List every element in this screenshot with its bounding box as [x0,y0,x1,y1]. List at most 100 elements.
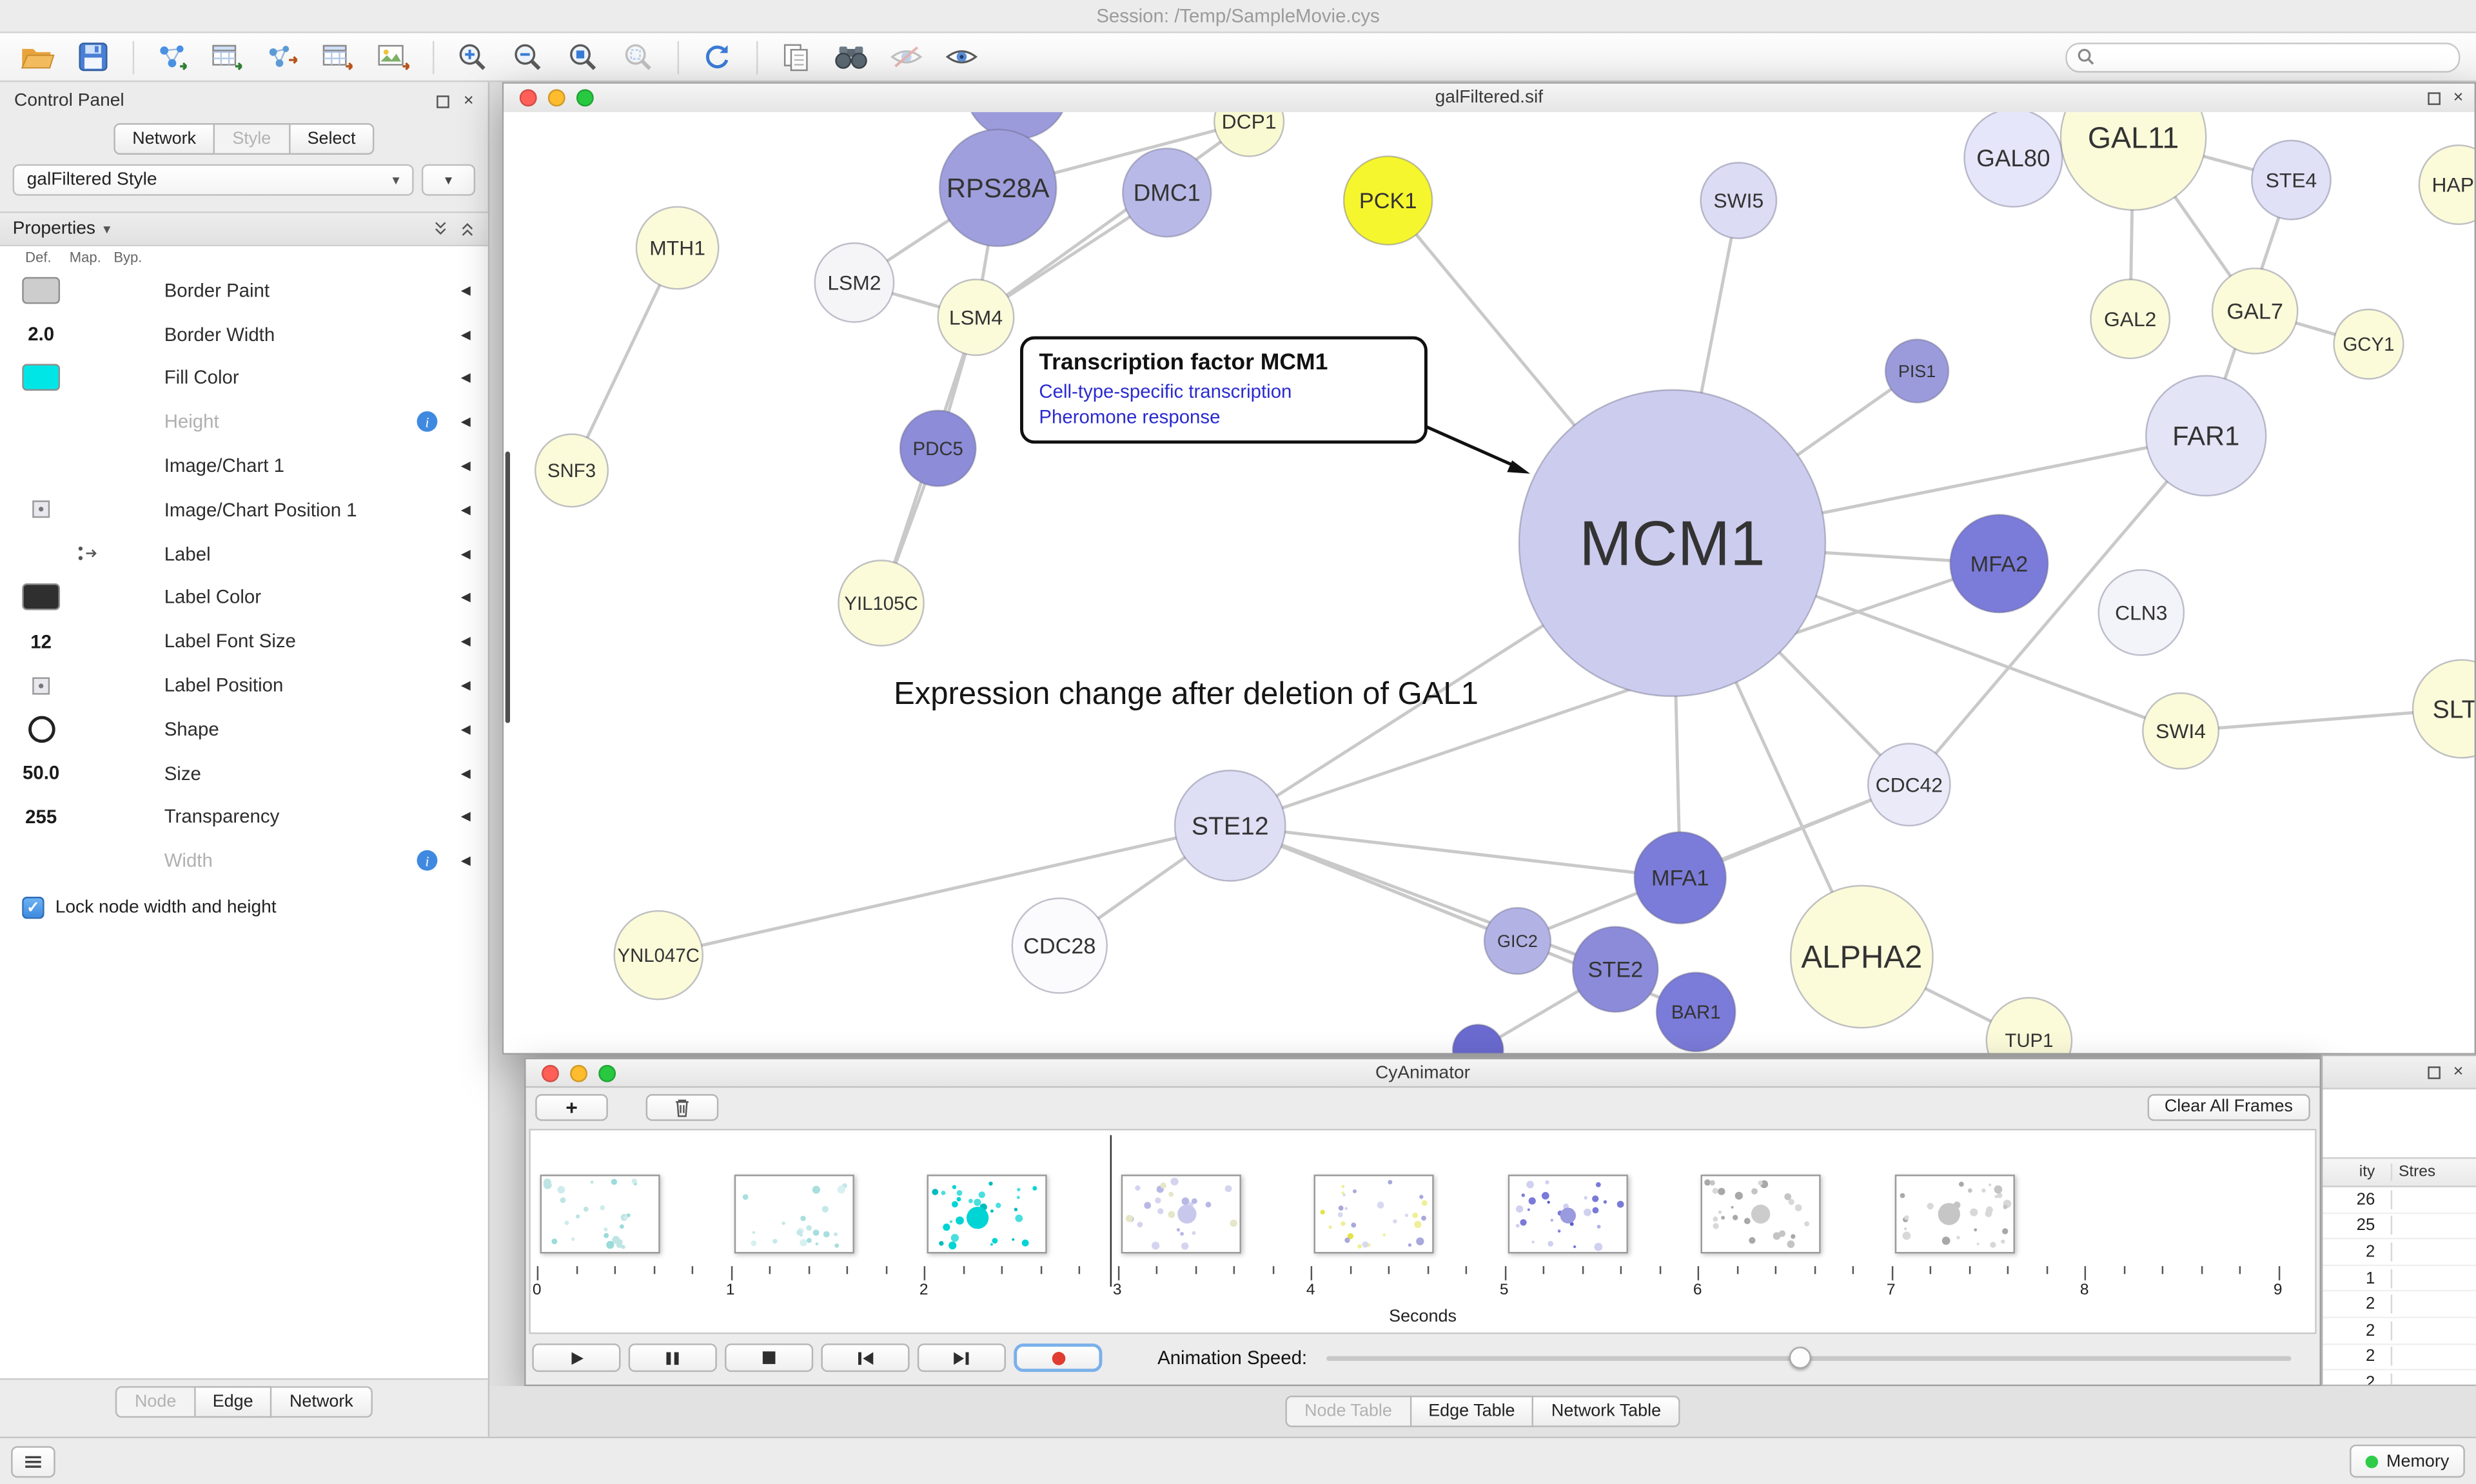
default-value-cell[interactable] [21,845,62,877]
expand-arrow-icon[interactable]: ◀ [460,415,471,429]
mapping-cell[interactable] [68,318,109,351]
expand-arrow-icon[interactable]: ◀ [460,854,471,868]
zoom-fit-button[interactable] [560,37,603,77]
slider-thumb[interactable] [1789,1346,1812,1369]
network-node-tup1[interactable]: TUP1 [1985,997,2073,1053]
default-value-cell[interactable] [21,712,62,745]
minimize-window-button[interactable] [570,1064,588,1082]
stop-button[interactable] [725,1343,814,1372]
network-node-cdc42[interactable]: CDC42 [1867,743,1951,827]
close-window-button[interactable] [519,89,537,107]
network-node-gal11[interactable]: GAL11 [2059,112,2207,211]
export-network-button[interactable] [260,37,303,77]
default-value-cell[interactable] [21,405,62,438]
network-node-pdc5[interactable]: PDC5 [899,409,977,487]
tab-edge[interactable]: Edge [195,1386,273,1418]
show-all-button[interactable] [939,37,982,77]
column-header[interactable]: Stres [2399,1163,2436,1181]
tab-edge-table[interactable]: Edge Table [1411,1395,1534,1427]
properties-header[interactable]: Properties ▾ [0,213,488,247]
style-options-button[interactable]: ▾ [421,164,476,196]
timeline-frame-7[interactable] [1700,1175,1821,1254]
search-input[interactable] [2101,46,2450,68]
tab-network-table[interactable]: Network Table [1533,1395,1680,1427]
expand-arrow-icon[interactable]: ◀ [460,327,471,342]
timeline-frame-1[interactable] [540,1175,660,1254]
network-node-mcm1[interactable]: MCM1 [1518,389,1827,698]
close-panel-icon[interactable]: × [463,92,474,111]
network-node-swi4[interactable]: SWI4 [2142,692,2220,770]
network-edge[interactable] [975,120,1250,319]
delete-frame-button[interactable] [645,1093,719,1120]
network-node-alpha2[interactable]: ALPHA2 [1789,884,1934,1029]
expand-arrow-icon[interactable]: ◀ [460,678,471,693]
zoom-in-button[interactable] [450,37,493,77]
close-panel-icon[interactable]: × [2453,1062,2464,1082]
bypass-cell[interactable] [112,712,153,745]
expand-arrow-icon[interactable]: ◀ [460,546,471,561]
annotation-link[interactable]: Cell-type-specific transcription [1039,380,1292,403]
bypass-cell[interactable] [112,493,153,526]
bypass-cell[interactable] [112,756,153,789]
network-node-mth1[interactable]: MTH1 [635,206,720,290]
cyanimator-titlebar[interactable]: CyAnimator [526,1059,2320,1088]
network-node-swi5[interactable]: SWI5 [1700,162,1778,240]
mapping-cell[interactable] [68,625,109,658]
minimize-window-button[interactable] [547,89,565,107]
timeline-playhead[interactable] [1109,1135,1112,1287]
expand-arrow-icon[interactable]: ◀ [460,722,471,737]
network-node-unlabeled[interactable] [1451,1024,1504,1053]
network-node-ste2[interactable]: STE2 [1571,926,1659,1013]
import-table-button[interactable] [205,37,248,77]
network-node-mfa1[interactable]: MFA1 [1633,831,1727,924]
network-node-dmc1[interactable]: DMC1 [1122,147,1212,238]
default-value-cell[interactable] [21,581,62,614]
expand-arrow-icon[interactable]: ◀ [460,766,471,781]
mapping-cell[interactable] [68,449,109,482]
network-node-pis1[interactable]: PIS1 [1884,338,1950,404]
property-row-label[interactable]: Label◀ [0,532,488,576]
animation-speed-slider[interactable] [1326,1345,2292,1371]
expand-arrow-icon[interactable]: ◀ [460,502,471,517]
mapping-cell[interactable] [68,493,109,526]
expand-arrow-icon[interactable]: ◀ [460,590,471,605]
bypass-cell[interactable] [112,581,153,614]
first-neighbors-button[interactable] [829,37,872,77]
zoom-window-button[interactable] [576,89,594,107]
table-row[interactable]: 2 [2323,1371,2476,1385]
property-row-border-paint[interactable]: Border Paint◀ [0,268,488,312]
color-swatch[interactable] [22,584,61,611]
mapping-cell[interactable] [68,712,109,745]
default-value-cell[interactable]: 50.0 [21,756,62,789]
timeline-frame-5[interactable] [1313,1175,1434,1254]
property-row-image-chart-1[interactable]: Image/Chart 1◀ [0,444,488,488]
tab-node[interactable]: Node [115,1386,195,1418]
skip-to-start-button[interactable] [821,1343,910,1372]
tab-node-table[interactable]: Node Table [1285,1395,1411,1427]
info-icon[interactable]: i [417,850,438,872]
network-node-gal2[interactable]: GAL2 [2090,278,2171,360]
default-value-cell[interactable] [21,537,62,570]
color-swatch[interactable] [22,277,61,304]
panel-menu-button[interactable] [11,1445,55,1478]
network-node-pck1[interactable]: PCK1 [1342,155,1433,246]
color-swatch[interactable] [22,364,61,392]
mapping-cell[interactable] [68,845,109,877]
close-window-icon[interactable]: × [2453,88,2464,108]
default-value-cell[interactable] [21,274,62,307]
bypass-cell[interactable] [112,801,153,834]
default-value-cell[interactable] [21,362,62,395]
import-network-button[interactable] [150,37,193,77]
network-node-gcy1[interactable]: GCY1 [2333,308,2404,380]
default-value-cell[interactable] [21,449,62,482]
network-node-hap4[interactable]: HAP4 [2418,144,2475,225]
mapping-cell[interactable] [68,537,109,570]
annotation-link[interactable]: Pheromone response [1039,405,1221,428]
network-node-cln3[interactable]: CLN3 [2098,569,2185,656]
mapping-cell[interactable] [68,801,109,834]
network-node-lsm2[interactable]: LSM2 [814,242,895,323]
